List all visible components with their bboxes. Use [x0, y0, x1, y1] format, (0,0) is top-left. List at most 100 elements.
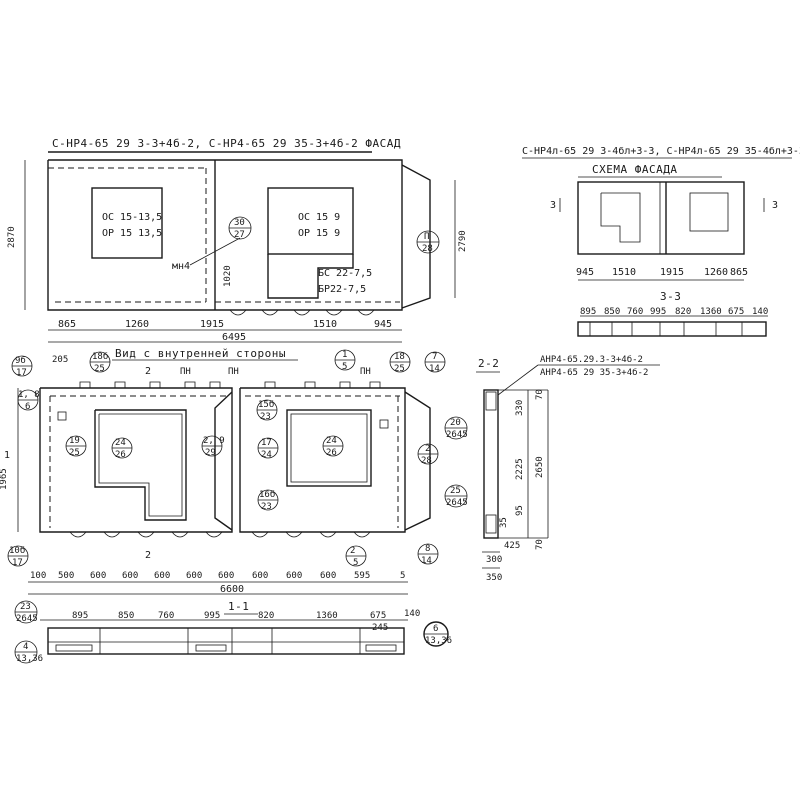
- callout-17: 814: [417, 543, 439, 566]
- s22-dim-300: 300: [486, 555, 502, 565]
- callout-right-bottom: 28: [422, 244, 433, 254]
- callout-4-top: 18: [394, 352, 405, 362]
- schema-dim-5: 865: [730, 267, 748, 278]
- s11-dim-3: 760: [158, 611, 174, 621]
- facade-dim-3: 1915: [200, 319, 224, 330]
- inner-cut-2-top: 2: [145, 366, 151, 377]
- s33-dim-5: 820: [675, 307, 691, 317]
- s11-dim-6: 1360: [316, 611, 338, 621]
- callout-6-top: 1, 8: [18, 390, 40, 400]
- callout-16-top: 2: [350, 546, 355, 556]
- dim-205: 205: [52, 355, 68, 365]
- s11-dim-5: 820: [258, 611, 274, 621]
- callout-3: 15: [334, 349, 356, 372]
- schema-dims: 945 1510 1915 1260 865: [576, 267, 748, 278]
- facade-window-1: [91, 187, 163, 259]
- inner-view: Вид с внутренней стороны 1965 1 2 2 ПН П…: [0, 347, 446, 595]
- s22-dim-2225: 2225: [515, 458, 525, 480]
- inner-dim-8: 600: [252, 571, 268, 581]
- section-33-title: 3-3: [660, 290, 681, 303]
- callout-22a-bottom: 2645: [446, 430, 468, 440]
- inner-cut-2-bottom: 2: [145, 550, 151, 561]
- section-1-1: 1-1 895 850 760 995 820 1360 675 140 245…: [14, 600, 452, 664]
- window-2-mark-2: ОР 15 9: [298, 228, 340, 239]
- callout-14-top: 16б: [259, 489, 275, 500]
- window-2-mark: ОС 15 9: [298, 212, 340, 223]
- callout-7-top: 19: [69, 436, 80, 446]
- facade-window-2: [267, 187, 354, 255]
- callout-mid-top: 30: [234, 218, 245, 228]
- inner-dims: 100 500 600 600 600 600 600 600 600 600 …: [30, 571, 405, 581]
- facade-dim-5: 945: [374, 319, 392, 330]
- inner-dim-10: 600: [320, 571, 336, 581]
- callout-8-top: 24: [115, 438, 126, 448]
- s22-dim-70-top: 70: [535, 389, 545, 400]
- door-mark-2: БР22-7,5: [318, 284, 366, 295]
- callout-11-left-top: 23: [20, 602, 31, 612]
- s22-dim-350: 350: [486, 573, 502, 583]
- callout-11-bottom: 413,36: [14, 640, 43, 664]
- section-22-label-1: АНР4-65.29.3-3+4б-2: [540, 354, 643, 365]
- callout-11-right-top: 6: [433, 624, 438, 634]
- callout-10-top: 15б: [258, 399, 274, 410]
- callout-17-top: 8: [425, 544, 430, 554]
- s11-dim-7: 675: [370, 611, 386, 621]
- schema-dim-1: 945: [576, 267, 594, 278]
- s33-dim-3: 760: [627, 307, 643, 317]
- callout-22a-top: 20: [450, 418, 461, 428]
- s22-dim-2650: 2650: [535, 456, 545, 478]
- callout-11-bottom: 24: [261, 450, 272, 460]
- s22-dim-330: 330: [515, 400, 525, 416]
- section-11-dims: 895 850 760 995 820 1360 675 140: [72, 609, 420, 621]
- callout-2-bottom: 25: [94, 364, 105, 374]
- s11-dim-1: 895: [72, 611, 88, 621]
- callout-6: 1, 8 6: [17, 389, 40, 412]
- section-3-3: 3-3 895 850 760 995 820 1360 675 140: [577, 290, 768, 337]
- inner-dim-9: 600: [286, 571, 302, 581]
- facade-left-height: 2870: [7, 226, 17, 248]
- schema-cut-left: 3: [550, 200, 556, 211]
- callout-6-bottom: 6: [25, 402, 30, 412]
- schema-dim-4: 1260: [704, 267, 728, 278]
- facade-total: 6495: [222, 332, 246, 343]
- facade-dim-4: 1510: [313, 319, 337, 330]
- schema-subtitle: СХЕМА ФАСАДА: [592, 163, 677, 176]
- callout-22b-top: 25: [450, 486, 461, 496]
- pn-label-1: ПН: [180, 367, 191, 377]
- callout-10-bottom: 23: [260, 412, 271, 422]
- inner-dim-7: 600: [218, 571, 234, 581]
- callout-13-top: 2: [425, 444, 430, 454]
- callout-9: 2, 929: [201, 435, 225, 458]
- callout-15-bottom: 17: [12, 558, 23, 568]
- s22-dim-425: 425: [504, 541, 520, 551]
- section-22-label-2: АНР4-65 29 35-3+4б-2: [540, 367, 648, 378]
- facade-dim-1: 865: [58, 319, 76, 330]
- section-22-dims: 330 2225 2650 70 95 35 70: [499, 389, 545, 550]
- inner-dim-6: 600: [186, 571, 202, 581]
- inner-dim-5: 600: [154, 571, 170, 581]
- callout-11-bottom-bottom: 13,36: [16, 654, 43, 664]
- callout-17-bottom: 14: [421, 556, 432, 566]
- callout-13: 228: [417, 443, 439, 466]
- inner-dim-12: 5: [400, 571, 405, 581]
- inner-height: 1965: [0, 468, 9, 490]
- s33-dim-4: 995: [650, 307, 666, 317]
- inner-dim-2: 500: [58, 571, 74, 581]
- callout-5: 714: [424, 351, 446, 374]
- callout-11-left-bottom: 2645: [16, 614, 38, 624]
- callout-11-right: 613,36: [423, 621, 452, 647]
- schema-title: С-НР4л-65 29 3-4бл+3-3, С-НР4л-65 29 35-…: [522, 145, 800, 157]
- s22-dim-70-bottom: 70: [535, 539, 545, 550]
- schema-cut-right: 3: [772, 200, 778, 211]
- callout-2-top: 18б: [92, 351, 108, 362]
